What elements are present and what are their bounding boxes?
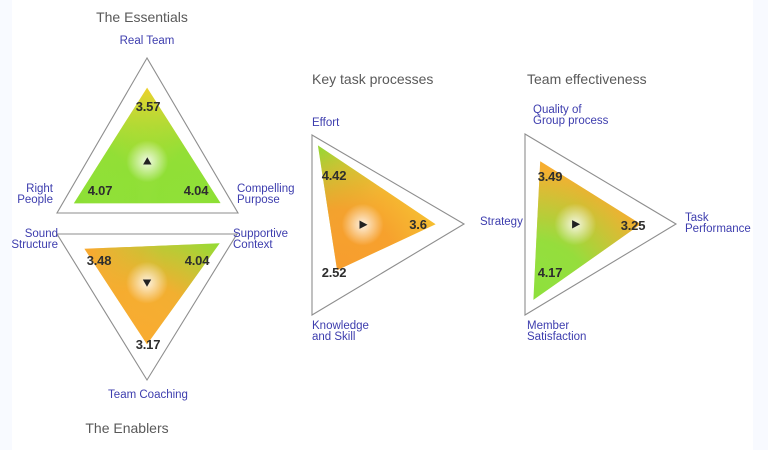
axis-label-supportive-context: Supportive Context [233, 228, 288, 251]
axis-label-quality-of-group-process: Quality of Group process [533, 104, 609, 127]
value-effort: 4.42 [321, 168, 347, 183]
value-knowledge-and-skill: 2.52 [321, 265, 347, 280]
value-task-performance: 3.25 [620, 218, 646, 233]
axis-label-right-people: Right People [17, 183, 53, 206]
panel-key-task-processes-title: Key task processes [312, 71, 434, 87]
value-compelling-purpose: 4.04 [183, 183, 209, 198]
axis-label-team-coaching: Team Coaching [108, 389, 188, 401]
value-strategy: 3.6 [409, 217, 427, 232]
axis-label-knowledge-and-skill: Knowledge and Skill [312, 320, 369, 343]
score-triangle [533, 161, 641, 300]
value-team-coaching: 3.17 [135, 337, 161, 352]
center-marker-icon [572, 220, 581, 229]
panel-team-effectiveness-title: Team effectiveness [527, 71, 647, 87]
center-marker-icon [142, 279, 152, 287]
axis-label-sound-structure: Sound Structure [11, 228, 58, 251]
axis-label-member-satisfaction: Member Satisfaction [527, 320, 587, 343]
value-real-team: 3.57 [135, 99, 161, 114]
panel-essentials-title: The Essentials [96, 9, 188, 25]
page-margin-left [0, 0, 12, 450]
axis-label-strategy: Strategy [480, 216, 523, 228]
page-margin-right [753, 0, 768, 450]
score-triangle [84, 243, 220, 345]
value-sound-structure: 3.48 [86, 253, 112, 268]
value-supportive-context: 4.04 [184, 253, 210, 268]
axis-label-compelling-purpose: Compelling Purpose [237, 183, 295, 206]
center-marker-icon [143, 157, 152, 165]
value-member-satisfaction: 4.17 [537, 265, 563, 280]
panel-enablers-title: The Enablers [85, 420, 169, 436]
value-right-people: 4.07 [87, 183, 113, 198]
center-marker-icon [359, 220, 368, 229]
score-triangle [317, 145, 436, 271]
value-quality-of-group-process: 3.49 [537, 169, 563, 184]
axis-label-real-team: Real Team [119, 35, 175, 47]
axis-label-effort: Effort [312, 117, 340, 129]
axis-label-task-performance: Task Performance [685, 212, 751, 235]
score-triangle [73, 87, 221, 204]
